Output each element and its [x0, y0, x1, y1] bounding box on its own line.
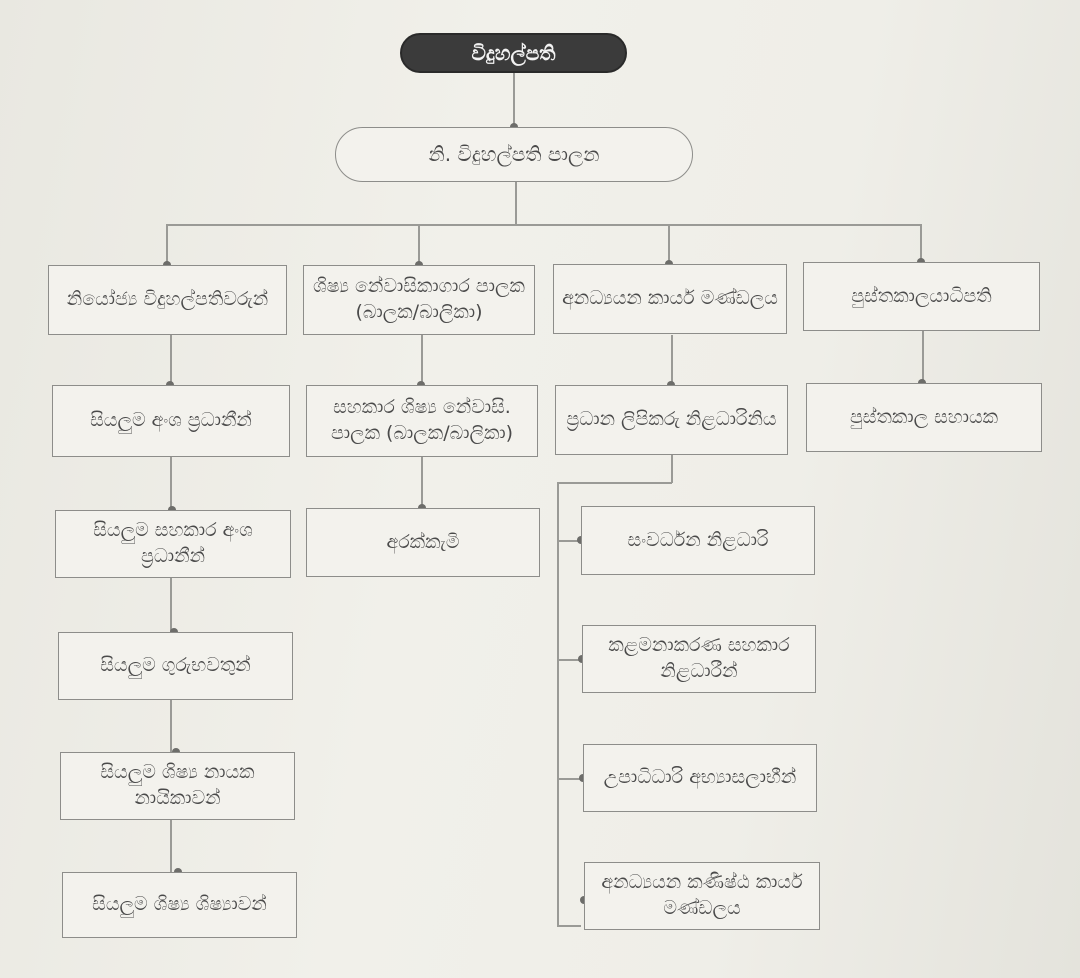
node-cook: අරක්කැමි [306, 508, 540, 577]
node-development-officer: සංවර්ධන නිළධාරි [581, 506, 815, 575]
node-section-heads: සියලුම අංශ ප්‍රධානීන් [52, 385, 290, 457]
connector-line [922, 331, 924, 383]
node-graduate-trainees: උපාධිධාරි අභ්‍යාසලාභීන් [583, 744, 817, 812]
connector-line [557, 540, 581, 542]
connector-line [920, 224, 922, 262]
connector-line [557, 482, 672, 484]
node-teachers: සියලුම ගුරුභවතුන් [58, 632, 293, 700]
connector-line [170, 335, 172, 885]
connector-line [515, 182, 517, 224]
node-students: සියලුම ශිෂ්‍ය ශිෂ්‍යාවන් [62, 872, 297, 938]
node-deputy-principals: නියෝජ්‍ය විදුහල්පතිවරුන් [48, 265, 287, 335]
connector-line [557, 925, 581, 927]
connector-line [557, 659, 581, 661]
connector-line [513, 73, 515, 127]
node-principal: විදුහල්පති [400, 33, 627, 73]
connector-line [557, 482, 559, 926]
node-hostel-warden: ශිෂ්‍ය නේවාසිකාගාර පාලක (බාලක/බාලිකා) [303, 265, 535, 335]
connector-line [418, 224, 420, 265]
node-assistant-section-heads: සියලුම සහකාර අංශ ප්‍රධානීන් [55, 510, 291, 578]
node-assistant-hostel-warden: සහකාර ශිෂ්‍ය නේවාසි. පාලක (බාලක/බාලිකා) [306, 385, 538, 457]
node-library-assistant: පුස්තකාල සහායක [806, 383, 1042, 452]
connector-line [557, 778, 581, 780]
node-librarian: පුස්තකාලයාධිපති [803, 262, 1040, 331]
node-prefects: සියලුම ශිෂ්‍ය නායක නායිකාවන් [60, 752, 295, 820]
node-management-assistants: කළමනාකරණ සහකාර නිළධාරීන් [582, 625, 816, 693]
node-deputy-principal-admin: නි. විදුහල්පති පාලන [335, 127, 693, 182]
node-chief-clerk: ප්‍රධාන ලිපිකරු නිළධාරිනිය [555, 385, 788, 455]
connector-line [166, 224, 168, 265]
connector-line [668, 224, 670, 265]
node-junior-non-academic-staff: අනධ්‍යයන කණිෂ්ඨ කාර්ය මණ්ඩලය [584, 862, 820, 930]
node-non-academic-staff: අනධ්‍යයන කාර්ය මණ්ඩලය [553, 264, 787, 334]
connector-line [166, 224, 921, 226]
